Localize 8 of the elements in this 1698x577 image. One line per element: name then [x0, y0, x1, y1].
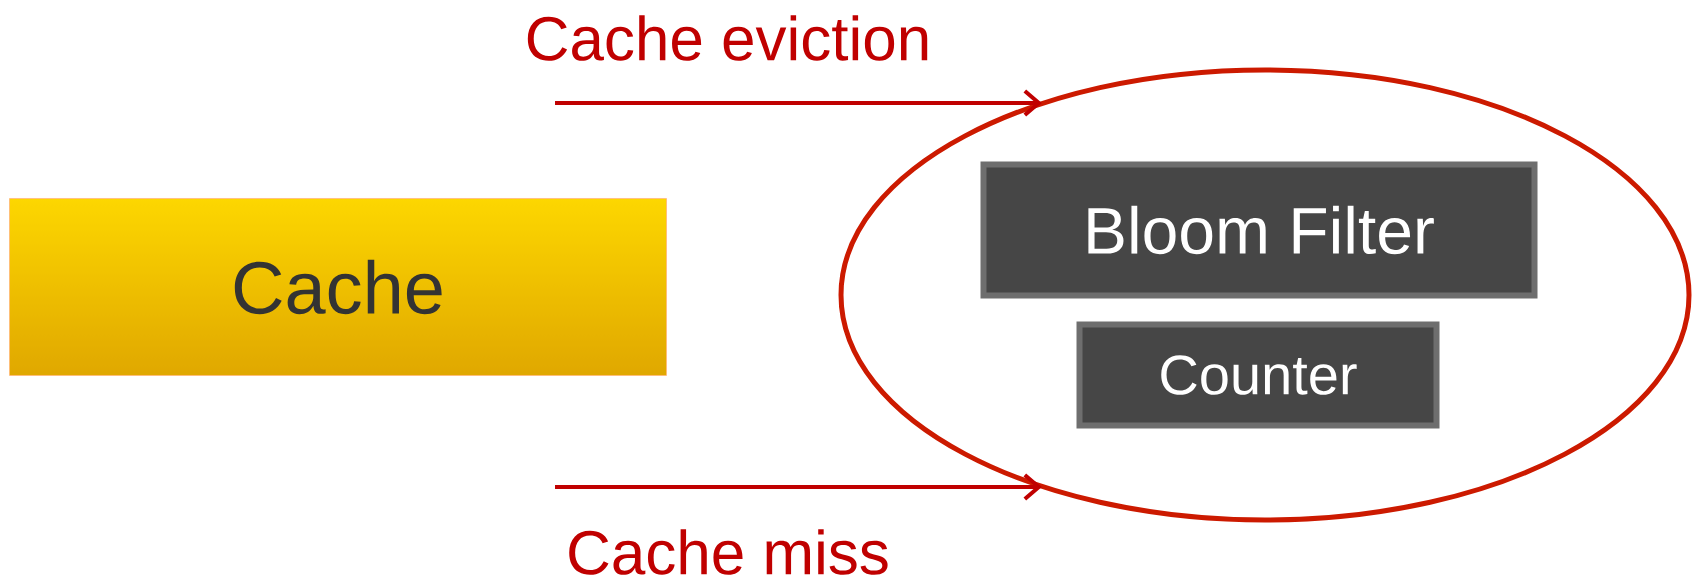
component-box: Counter [1076, 321, 1440, 429]
arrow [555, 473, 1042, 501]
edge-label: Cache eviction [527, 15, 928, 61]
component-box: Bloom Filter [980, 161, 1538, 299]
edge-label: Cache miss [569, 529, 888, 575]
arrow [555, 89, 1042, 117]
cache-box: Cache [9, 198, 667, 376]
ellipse-outline [838, 67, 1692, 523]
